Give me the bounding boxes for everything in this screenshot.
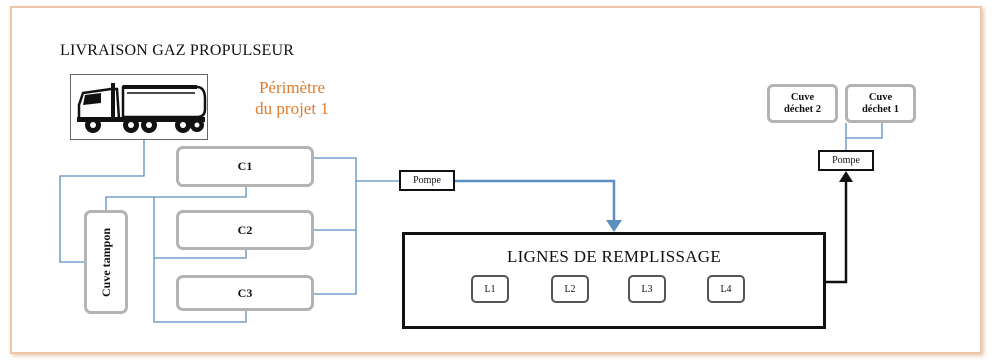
perimetre-label: Périmètre du projet 1	[232, 77, 352, 119]
ligne-l3: L3	[628, 275, 666, 303]
pipe-pompe-lignes	[455, 179, 616, 222]
pipe-collector	[314, 157, 357, 295]
ligne-l2: L2	[551, 275, 589, 303]
arrow-to-pompe-dechet	[839, 171, 853, 182]
pipe-lignes-pompe	[826, 180, 848, 284]
tanker-truck-icon	[70, 74, 208, 140]
tank-c3: C3	[176, 275, 314, 311]
cuve-dechet-2-line2: déchet 2	[783, 103, 822, 115]
pipe-truck-tampon	[59, 138, 145, 263]
lignes-remplissage: LIGNES DE REMPLISSAGE L1 L2 L3 L4	[402, 232, 826, 329]
tank-c2: C2	[176, 210, 314, 250]
diagram-title: LIVRAISON GAZ PROPULSEUR	[60, 42, 295, 59]
ligne-l1: L1	[471, 275, 509, 303]
pompe-main-label: Pompe	[413, 175, 441, 186]
cuve-tampon: Cuve tampon	[84, 210, 128, 314]
tank-c1: C1	[176, 146, 314, 187]
perimetre-line1: Périmètre	[258, 78, 326, 97]
lignes-title: LIGNES DE REMPLISSAGE	[506, 247, 722, 266]
tank-c1-label: C1	[237, 159, 253, 173]
pompe-dechet-label: Pompe	[832, 155, 860, 166]
cuve-dechet-1: Cuve déchet 1	[845, 84, 916, 123]
cuve-dechet-1-line2: déchet 1	[861, 103, 900, 115]
tank-c3-label: C3	[237, 285, 253, 300]
pipe-tampon-c1	[105, 187, 247, 213]
cuve-dechet-1-line1: Cuve	[868, 91, 893, 103]
tank-c2-label: C2	[237, 222, 253, 237]
ligne-l4: L4	[707, 275, 745, 303]
pipe-dechets	[845, 123, 883, 150]
pipe-network	[59, 123, 883, 323]
pipe-to-c2	[154, 249, 247, 259]
arrow-to-lignes	[606, 220, 622, 232]
perimetre-line2: du projet 1	[255, 99, 329, 118]
pipe-distribution	[153, 197, 247, 323]
pompe-dechet: Pompe	[818, 150, 874, 171]
cuve-dechet-2-line1: Cuve	[790, 91, 815, 103]
cuve-dechet-2: Cuve déchet 2	[767, 84, 838, 123]
pompe-main: Pompe	[399, 170, 455, 191]
cuve-tampon-label: Cuve tampon	[98, 227, 113, 297]
